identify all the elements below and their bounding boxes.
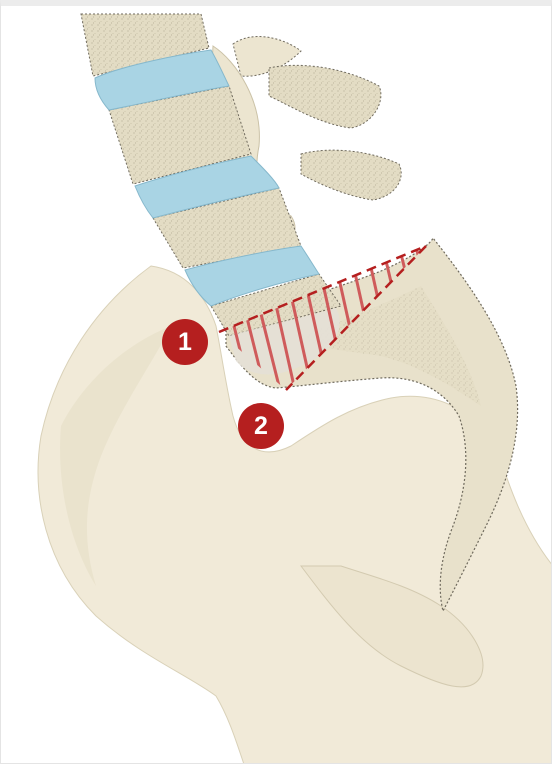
spinous-process-3	[301, 150, 401, 200]
spinous-process-2	[269, 65, 381, 128]
marker-2: 2	[238, 403, 284, 449]
lumbosacral-spine-illustration	[1, 6, 552, 764]
marker-1: 1	[162, 319, 208, 365]
